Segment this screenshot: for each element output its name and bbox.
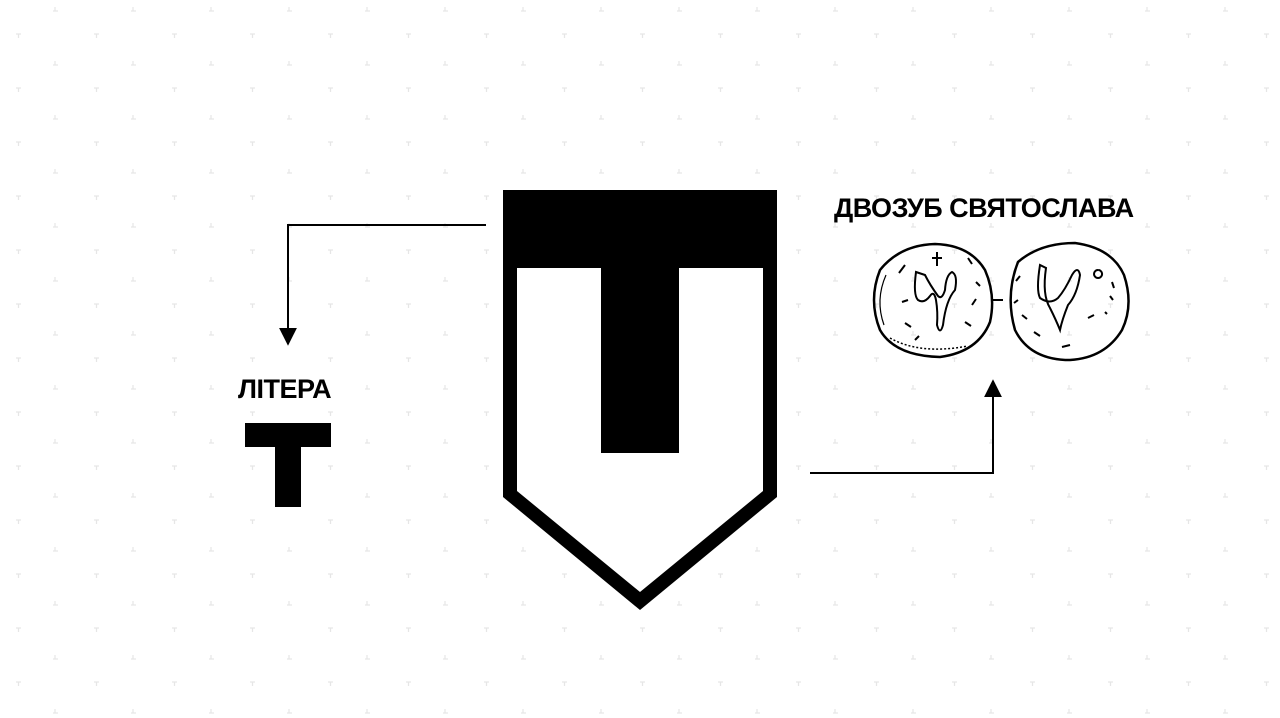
letter-t-icon: [245, 423, 331, 507]
coins-label: ДВОЗУБ СВЯТОСЛАВА: [834, 193, 1134, 223]
coin-right-icon: [1009, 241, 1130, 362]
shield-logo: [503, 190, 777, 610]
arrow-to-letter: [279, 224, 486, 346]
coin-left-icon: [872, 242, 994, 359]
arrow-to-coins: [810, 379, 1002, 474]
letter-label: ЛІТЕРА: [238, 374, 332, 404]
